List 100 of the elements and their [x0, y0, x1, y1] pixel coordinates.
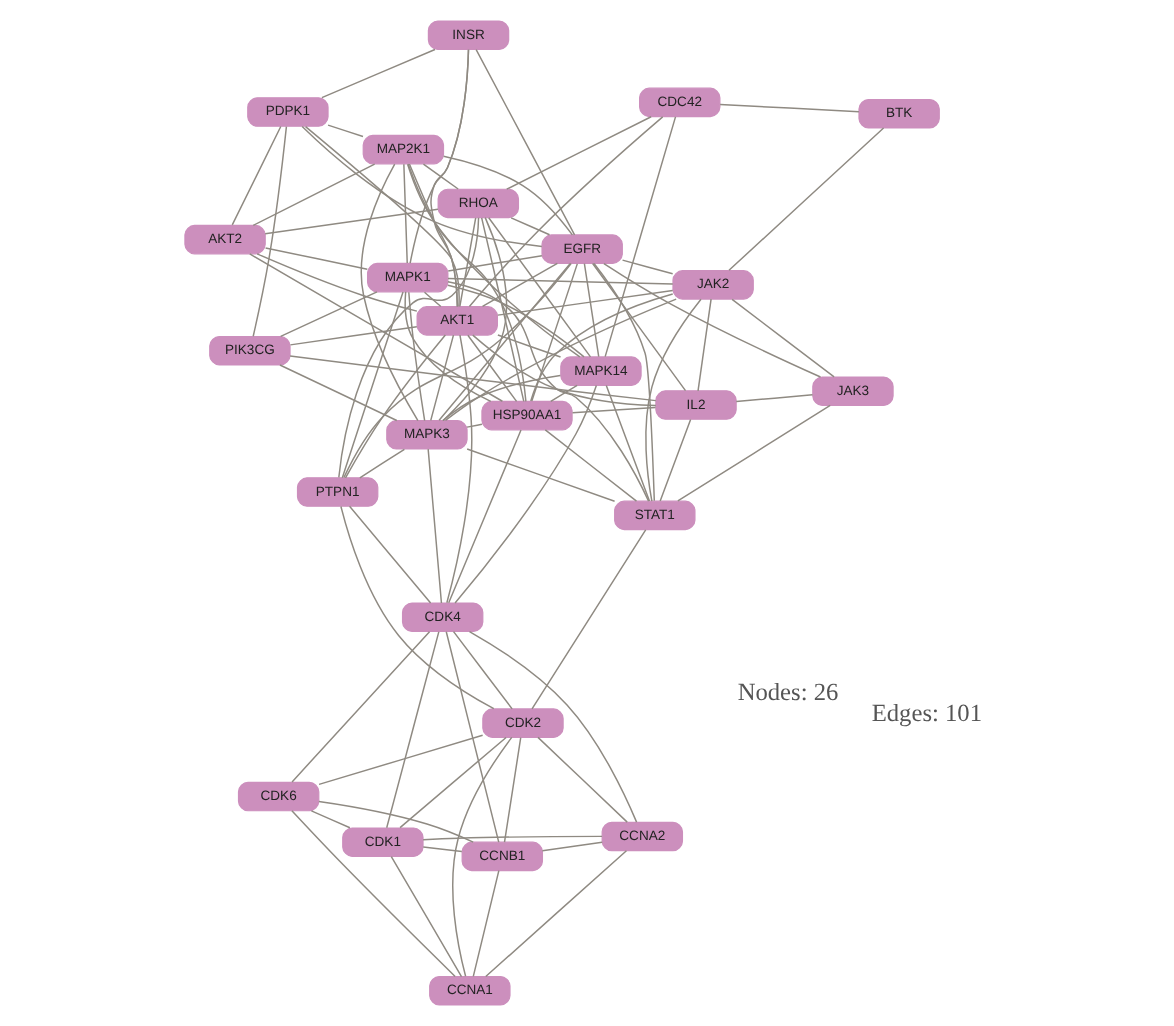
connector [727, 127, 884, 271]
connector [421, 846, 462, 853]
connector [592, 262, 655, 502]
connector [453, 384, 597, 604]
connector [407, 163, 458, 308]
connector [359, 163, 418, 422]
connector [471, 869, 499, 978]
connector [437, 262, 570, 421]
connector [441, 216, 507, 422]
connector [402, 163, 407, 264]
connector [447, 429, 521, 604]
connector [278, 291, 377, 338]
connector [429, 49, 469, 308]
connector [496, 289, 673, 316]
connector [255, 253, 417, 312]
label: Nodes: 26 [736, 678, 838, 707]
connector [303, 125, 459, 308]
connector [441, 374, 561, 422]
connector [451, 630, 512, 710]
connector [339, 505, 494, 710]
connector [466, 334, 517, 403]
connector [590, 262, 686, 392]
connector [467, 630, 637, 823]
connector [467, 116, 663, 308]
connector [290, 630, 430, 783]
connector [263, 208, 438, 235]
connector [471, 334, 656, 407]
connector [317, 800, 473, 843]
connector [529, 293, 673, 402]
connector [536, 736, 627, 823]
connector [484, 849, 627, 978]
connector [730, 298, 834, 378]
connector [300, 125, 542, 248]
connector [421, 163, 458, 190]
connector [644, 298, 701, 502]
connector [398, 736, 506, 829]
connector [479, 217, 524, 403]
connector [288, 325, 417, 346]
connector [407, 291, 425, 422]
connector [446, 254, 542, 272]
connector [422, 291, 441, 308]
connector [317, 734, 483, 786]
connector [734, 394, 813, 403]
connector [582, 262, 599, 358]
connector [389, 855, 462, 978]
connector [718, 103, 859, 113]
connector [465, 448, 615, 502]
connector [326, 124, 363, 138]
connector [405, 163, 580, 358]
connector [458, 217, 476, 308]
connector [474, 48, 575, 236]
connector [446, 284, 584, 358]
connector [530, 263, 577, 402]
connector [487, 216, 591, 358]
connector [263, 247, 368, 270]
connector [358, 448, 405, 479]
connector [505, 116, 651, 190]
connector [604, 384, 650, 502]
connector [658, 418, 691, 502]
connector [620, 259, 673, 275]
connector [406, 163, 526, 403]
connector [451, 736, 512, 977]
connector [445, 334, 472, 604]
connector [530, 529, 646, 710]
connector [248, 253, 503, 402]
connector [230, 125, 281, 226]
connector [443, 298, 676, 422]
connector [465, 423, 482, 428]
connector [429, 334, 454, 422]
connector [549, 384, 577, 403]
connector [502, 736, 521, 843]
connector [540, 841, 602, 852]
connector [441, 155, 573, 236]
connector [696, 298, 711, 392]
connector [603, 116, 676, 358]
connector [340, 291, 403, 479]
connector [384, 631, 439, 829]
connector [570, 406, 656, 414]
connector [426, 448, 442, 604]
connector [337, 216, 479, 479]
label: Edges: 101 [870, 699, 982, 728]
connector [602, 262, 821, 378]
connector [421, 835, 602, 841]
connector [543, 429, 637, 502]
connector [278, 364, 397, 422]
connector [446, 277, 673, 285]
connector [509, 217, 550, 236]
connector [309, 810, 350, 829]
connector [347, 505, 431, 604]
connector [343, 334, 446, 479]
connector [290, 810, 455, 978]
connector [251, 163, 375, 227]
connector [446, 281, 649, 502]
connector [676, 404, 830, 502]
connector [444, 631, 499, 843]
connector [496, 334, 561, 358]
connector [403, 291, 491, 403]
connector [251, 125, 287, 337]
connector [480, 262, 558, 308]
connector [320, 48, 435, 99]
